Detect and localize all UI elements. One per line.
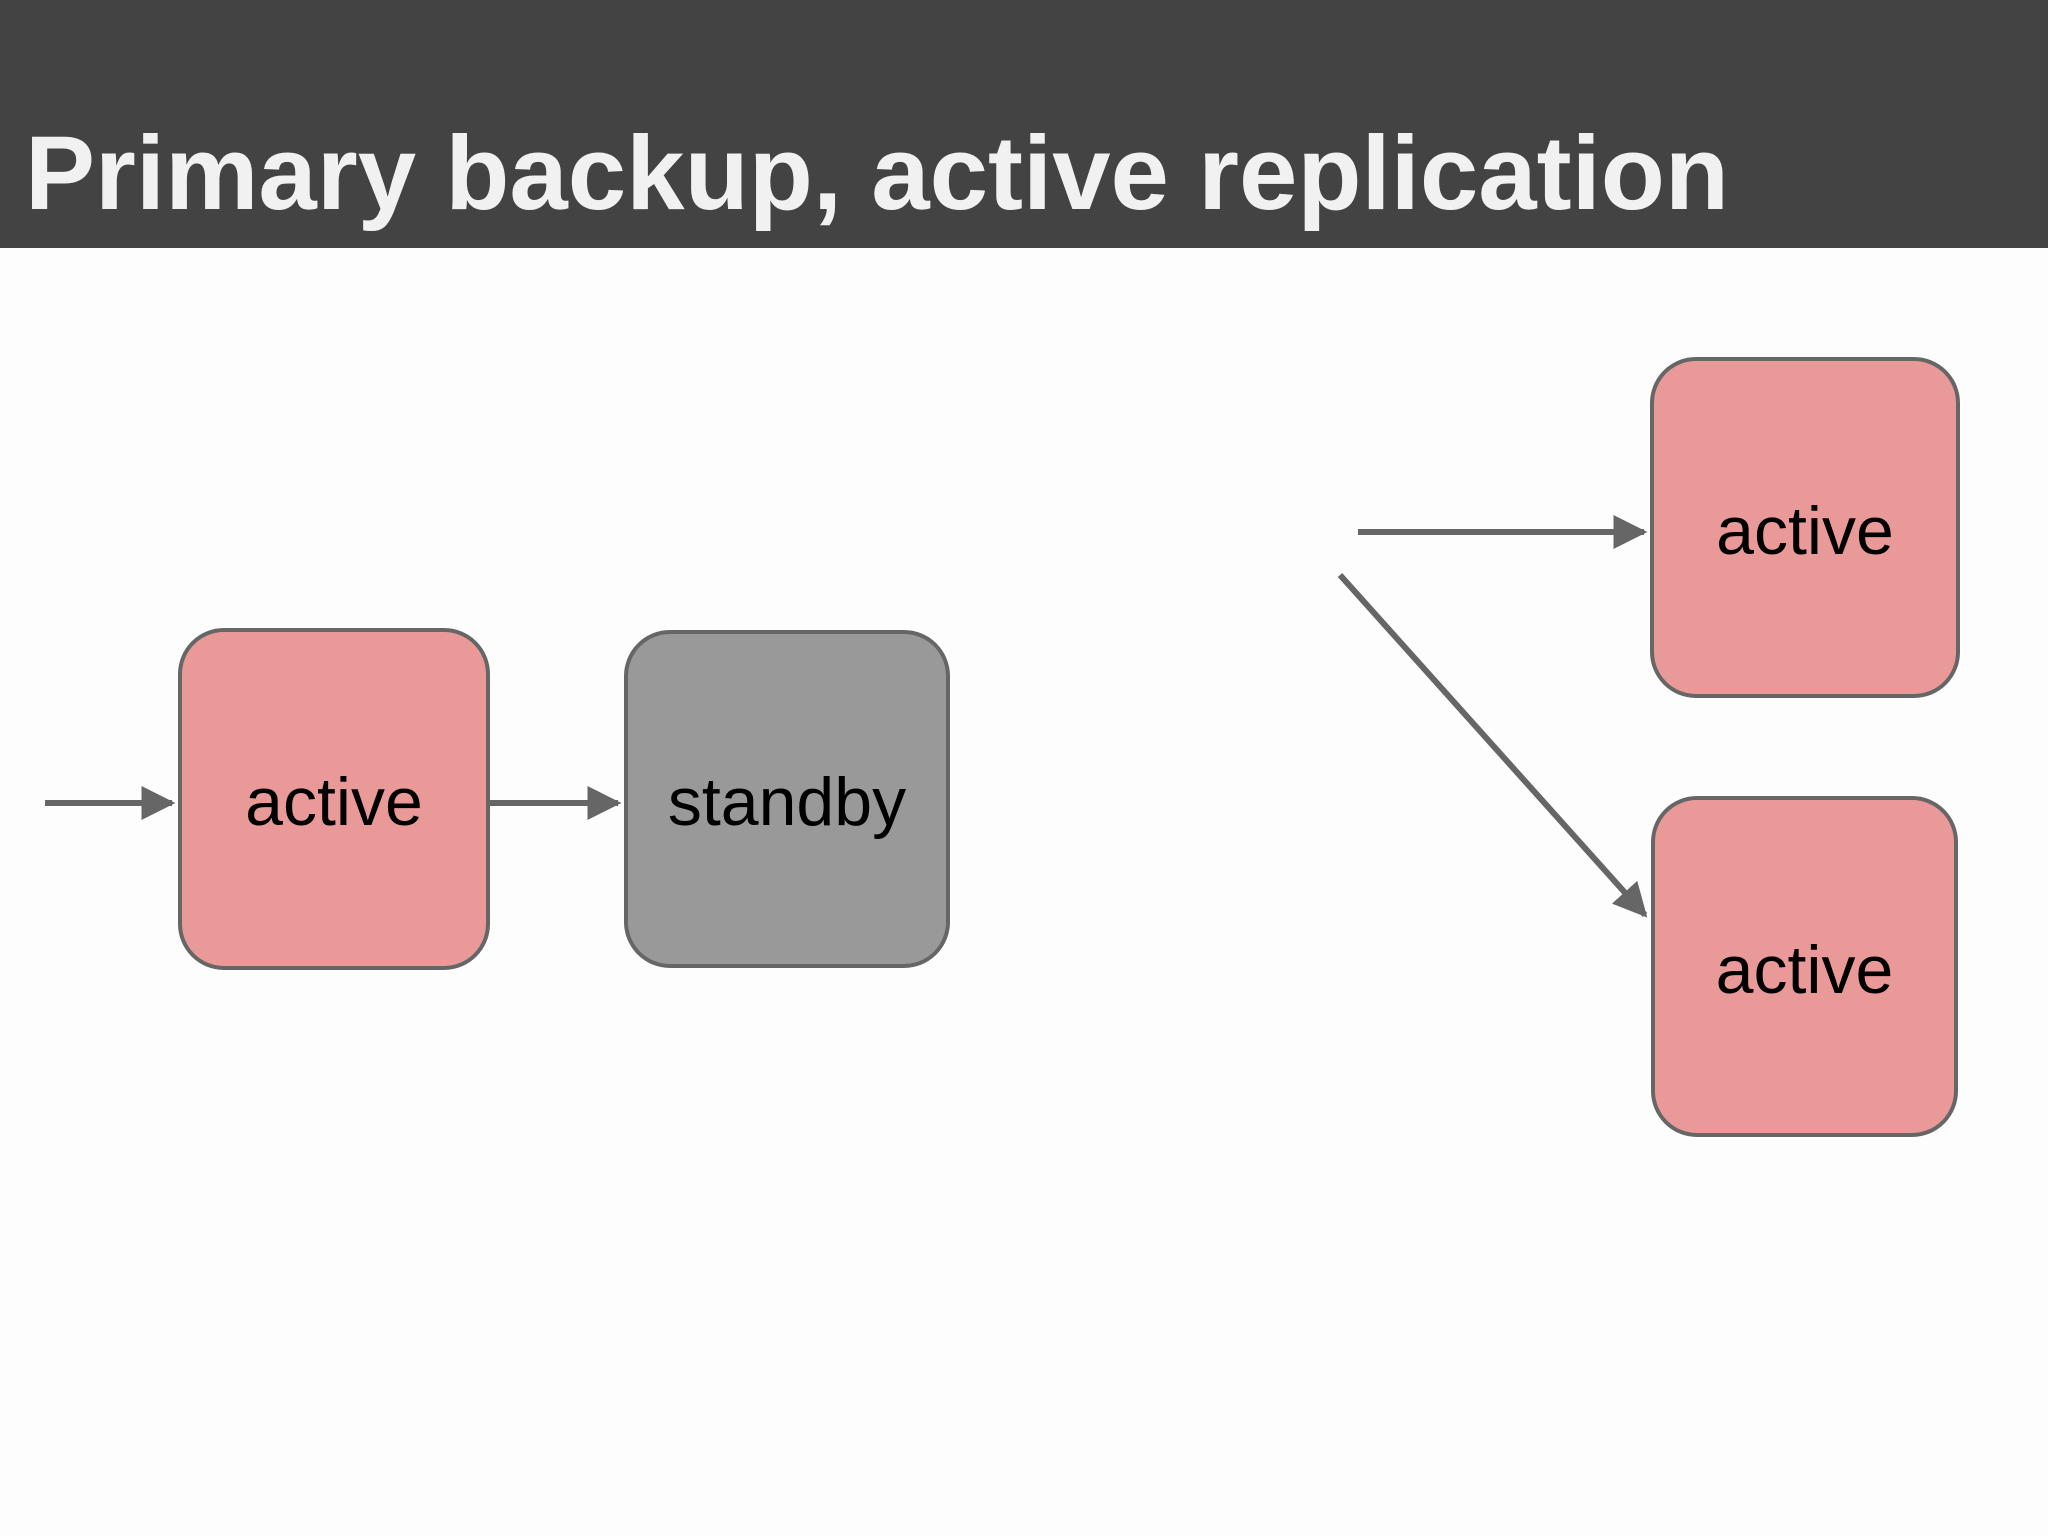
- node-label: active: [1715, 931, 1894, 1008]
- slide-header: Primary backup, active replication: [0, 0, 2048, 248]
- page-title: Primary backup, active replication: [25, 115, 1730, 232]
- arrow-request-to-replica-bottom: [1337, 572, 1648, 918]
- node-active-primary: active: [178, 628, 490, 970]
- node-label: standby: [667, 764, 907, 840]
- node-active-replica-top: active: [1650, 357, 1960, 698]
- node-active-replica-bottom: active: [1651, 796, 1958, 1137]
- node-label: active: [1716, 492, 1894, 569]
- node-standby-backup: standby: [624, 630, 950, 968]
- node-label: active: [245, 764, 423, 840]
